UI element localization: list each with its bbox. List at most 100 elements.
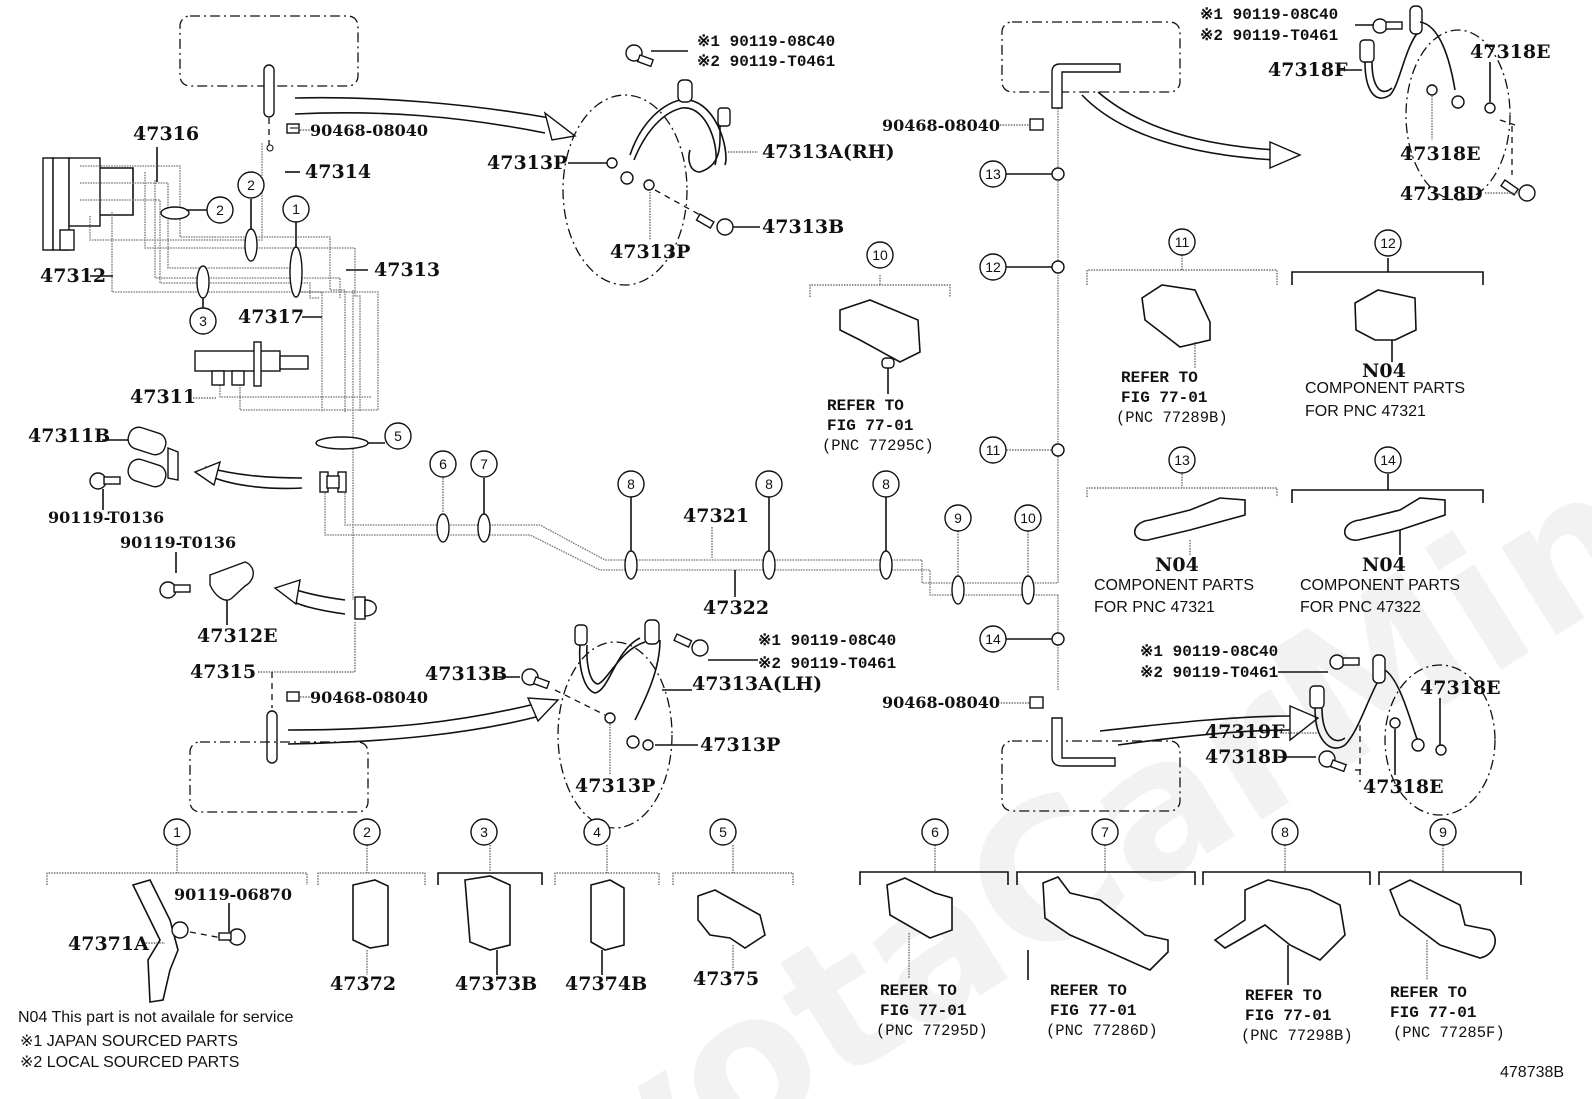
panel-9-ref-3: (PNC 77285F) [1393,1024,1505,1042]
callout-number: 6 [439,456,447,472]
callout-circle [979,160,1007,188]
clip-icon [1029,118,1044,131]
bolt-icon [1318,750,1348,773]
panel-8-ref-3: (PNC 77298B) [1241,1027,1353,1045]
label-rear-lh-bolt-2: ※2 90119-T0461 [1140,664,1278,682]
hose-stub-front-lh [266,710,278,764]
panel-13-code: N04 [1155,554,1199,576]
label-rear-rh-bolt-2: ※2 90119-T0461 [1200,27,1338,45]
callout-circle [163,818,191,846]
panel-7-ref-2: FIG 77-01 [1050,1002,1136,1020]
callout-circle [206,196,234,224]
front-lh-hose-detail [557,619,673,829]
arrow-front-rh-shaft-2 [294,112,546,134]
callout-circle [583,818,611,846]
callout-circle [470,450,498,478]
label-rear-rh-bolt-1: ※1 90119-08C40 [1200,6,1338,24]
label-47315: 47315 [190,661,256,683]
callout-number: 9 [1439,824,1447,840]
callout-circle [470,818,498,846]
callout-circle [979,625,1007,653]
arrow-rear-lh-head [1289,704,1320,742]
callout-circle [1374,446,1402,474]
label-front-rh-bolt-1: ※1 90119-08C40 [697,33,835,51]
label-47373B: 47373B [455,973,537,995]
arrow-front-rh-head [543,111,577,141]
callout-circle [189,307,217,335]
panel-13-desc-2: FOR PNC 47321 [1094,599,1215,616]
callout-circle [282,195,310,223]
callout-circle [1014,504,1042,532]
arrow-47311B-shaft [204,466,303,479]
callout-circle [617,470,645,498]
bolt-icon [695,213,734,236]
figure-code: 478738B [1500,1064,1564,1081]
panel-6-ref-1: REFER TO [880,982,957,1000]
callout-circle [755,470,783,498]
label-47311: 47311 [130,386,196,408]
callout-number: 12 [985,259,1001,275]
callout-number: 4 [593,824,601,840]
detail-panel-8: REFER TO FIG 77-01 (PNC 77298B) [1202,845,1371,1045]
label-bolt-06870: 90119-06870 [174,885,292,904]
detail-panel-3: 47373B [437,845,543,995]
callout-circle [872,470,900,498]
label-front-rh-bolt-2: ※2 90119-T0461 [697,53,835,71]
callout-number: 8 [627,476,635,492]
bolt-icon [625,44,655,68]
legend-n04-note: N04 This part is not availale for servic… [18,1009,293,1026]
panel-7-ref-1: REFER TO [1050,982,1127,1000]
label-47313: 47313 [374,259,440,281]
wheel-outline-front-lh [189,741,369,813]
panel-10-ref-2: FIG 77-01 [827,417,913,435]
hose-stub-rear-rh [1051,63,1121,109]
callout-circle [384,422,412,450]
callout-circle [921,818,949,846]
callout-number: 5 [719,824,727,840]
hose-stub-rear-lh [1051,717,1116,767]
label-47312: 47312 [40,265,106,287]
bolt-icon [89,472,121,490]
label-clip-bottom-right: 90468-08040 [882,693,1000,712]
callout-number: 14 [985,631,1001,647]
callout-circle [979,253,1007,281]
bolt-icon [159,581,191,599]
label-clip-top-left: 90468-08040 [310,121,428,140]
callout-number: 13 [985,166,1001,182]
panel-12-desc-2: FOR PNC 47321 [1305,403,1426,420]
callout-circle [429,450,457,478]
panel-8-ref-2: FIG 77-01 [1245,1007,1331,1025]
callout-number: 8 [1281,824,1289,840]
bolt-icon [218,928,246,946]
detail-panel-2: 47372 [317,845,426,995]
label-47321: 47321 [683,505,749,527]
label-47313A-RH: 47313A(RH) [762,141,895,163]
callout-circle [353,818,381,846]
label-front-lh-bolt-1: ※1 90119-08C40 [758,632,896,650]
label-47313A-LH: 47313A(LH) [692,673,822,695]
label-47317: 47317 [238,306,304,328]
callout-number: 9 [954,510,962,526]
callout-number: 6 [931,824,939,840]
callout-number: 10 [1020,510,1036,526]
label-clip-top-right: 90468-08040 [882,116,1000,135]
detail-panel-13: N04 COMPONENT PARTS FOR PNC 47321 [1086,474,1278,616]
wheel-outline-rear-rh [1001,21,1181,93]
label-47313P-rh-bottom: 47313P [610,241,690,263]
callout-number: 11 [1175,234,1190,250]
callout-circle [709,818,737,846]
panel-10-ref-1: REFER TO [827,397,904,415]
label-front-lh-bolt-2: ※2 90119-T0461 [758,655,896,673]
callout-circle [1168,228,1196,256]
label-47318E-top: 47318E [1470,41,1551,63]
detail-panel-5: 47375 [672,845,794,990]
detail-panel-6: REFER TO FIG 77-01 (PNC 77295D) [859,845,1009,1040]
callout-circle [1374,229,1402,257]
detail-panel-1: 90119-06870 47371A [46,845,308,1003]
panel-14-desc-1: COMPONENT PARTS [1300,577,1460,594]
detail-panel-12: N04 COMPONENT PARTS FOR PNC 47321 [1291,258,1484,420]
arrow-47311B-head [193,460,222,487]
abs-actuator-block [42,157,134,251]
detail-panel-4: 47374B [554,845,660,995]
